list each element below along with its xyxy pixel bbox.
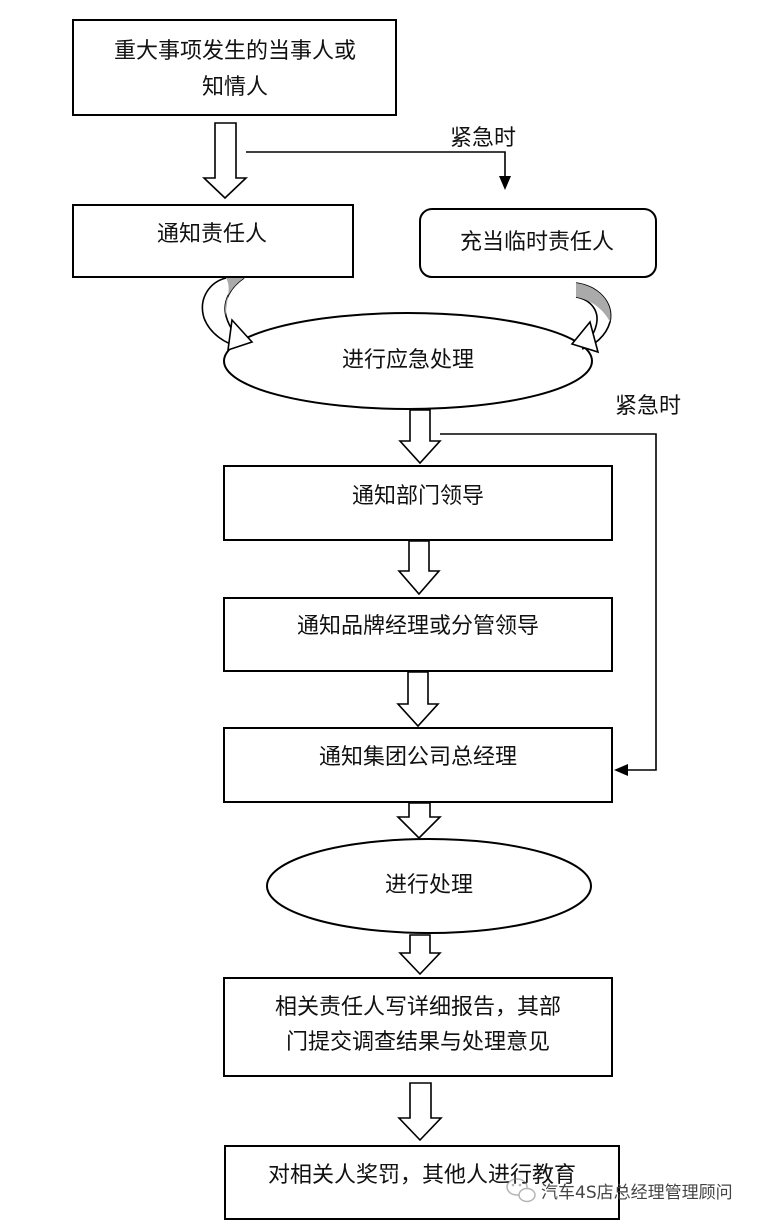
hollow-down-arrow bbox=[398, 409, 442, 465]
wechat-icon bbox=[506, 1178, 536, 1203]
curved-arrow-left bbox=[201, 277, 254, 352]
urgent-label: 紧急时 bbox=[615, 394, 681, 419]
hollow-down-arrow bbox=[398, 934, 442, 976]
report-label-line1: 相关责任人写详细报告，其部 bbox=[275, 995, 561, 1020]
notify-group-gm-label: 通知集团公司总经理 bbox=[319, 745, 517, 770]
arrowhead bbox=[614, 764, 628, 776]
emergency-handling-ellipse bbox=[223, 312, 593, 410]
hollow-down-arrow bbox=[202, 122, 248, 200]
event-party-label-line1: 重大事项发生的当事人或 bbox=[114, 39, 356, 64]
emergency-handling-label: 进行应急处理 bbox=[342, 348, 474, 373]
notify-brand-manager-label: 通知品牌经理或分管领导 bbox=[297, 614, 539, 639]
handling-ellipse bbox=[266, 838, 592, 934]
watermark-text: 汽车4S店总经理管理顾问 bbox=[541, 1183, 733, 1203]
reward-punish-label: 对相关人奖罚，其他人进行教育 bbox=[268, 1163, 576, 1188]
event-party-label-line2: 知情人 bbox=[202, 75, 268, 100]
reward-punish-box bbox=[224, 1145, 620, 1220]
report-box bbox=[223, 977, 613, 1077]
arrowhead bbox=[499, 176, 511, 190]
urgent-connector-1 bbox=[246, 151, 506, 178]
temp-responsible-box bbox=[419, 208, 657, 278]
hollow-down-arrow bbox=[396, 671, 440, 728]
curved-arrow-right bbox=[570, 282, 612, 354]
hollow-down-arrow bbox=[397, 1082, 443, 1142]
notify-group-gm-box bbox=[223, 727, 613, 803]
notify-brand-manager-box bbox=[223, 597, 613, 672]
urgent-label: 紧急时 bbox=[450, 126, 516, 151]
temp-responsible-label: 充当临时责任人 bbox=[460, 230, 614, 255]
report-label-line2: 门提交调查结果与处理意见 bbox=[286, 1030, 550, 1055]
event-party-box bbox=[72, 19, 397, 116]
notify-responsible-box bbox=[72, 204, 354, 278]
urgent-connector-2 bbox=[440, 433, 657, 771]
hollow-down-arrow bbox=[397, 540, 441, 596]
notify-dept-leader-label: 通知部门领导 bbox=[352, 484, 484, 509]
notify-responsible-label: 通知责任人 bbox=[157, 222, 267, 247]
handling-label: 进行处理 bbox=[385, 873, 473, 898]
notify-dept-leader-box bbox=[223, 465, 613, 541]
hollow-down-arrow bbox=[396, 802, 442, 840]
